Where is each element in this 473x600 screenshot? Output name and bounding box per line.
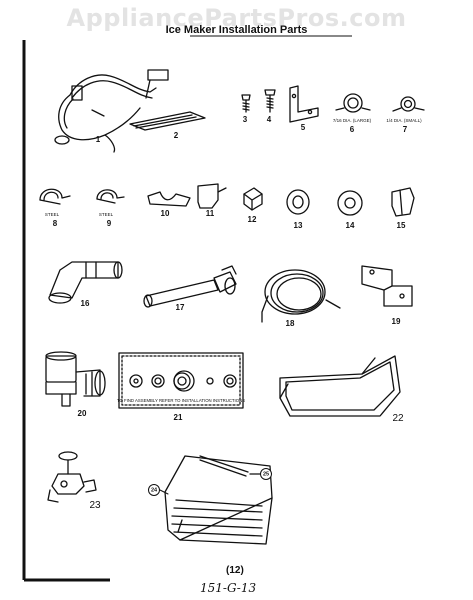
mounting-bracket-part-19 bbox=[361, 265, 413, 307]
part-label-4: 4 bbox=[267, 115, 272, 124]
part-label-5: 5 bbox=[301, 123, 306, 132]
spacer-part-12 bbox=[243, 187, 263, 211]
part-label-20: 20 bbox=[78, 409, 87, 418]
wire-harness-part-1 bbox=[54, 69, 169, 153]
part-label-15: 15 bbox=[397, 221, 406, 230]
part-label-9: 9 bbox=[107, 219, 112, 228]
part-label-8: 8 bbox=[53, 219, 58, 228]
screw-part-4 bbox=[264, 89, 276, 113]
part-label-24: 24 bbox=[151, 487, 158, 493]
part-label-2: 2 bbox=[174, 131, 179, 140]
handwritten-code: 151-G-13 bbox=[200, 581, 257, 595]
part-label-21: 21 bbox=[174, 413, 183, 422]
shutoff-valve-part-23 bbox=[47, 451, 97, 503]
part-label-14: 14 bbox=[346, 221, 355, 230]
support-rod-part-25 bbox=[199, 455, 263, 477]
part-label-1: 1 bbox=[96, 135, 101, 144]
part-label-23: 23 bbox=[89, 500, 101, 511]
part-label-3: 3 bbox=[243, 115, 248, 124]
mounting-strip-part-2 bbox=[129, 111, 206, 131]
l-bracket-part-5 bbox=[289, 85, 319, 123]
diagram-title: Ice Maker Installation Parts bbox=[165, 24, 308, 36]
part-label-10: 10 bbox=[161, 209, 170, 218]
grommet-part-13 bbox=[286, 189, 310, 215]
washer-part-14 bbox=[337, 190, 363, 216]
page-number: (12) bbox=[226, 565, 244, 576]
ice-shelf-part-24 bbox=[164, 455, 273, 545]
clamp-part-6 bbox=[335, 93, 371, 113]
part-label-13: 13 bbox=[294, 221, 303, 230]
callout-circle-25 bbox=[260, 468, 272, 480]
screw-part-3 bbox=[241, 94, 251, 113]
steel-clip-part-8 bbox=[39, 188, 71, 205]
part-label-16: 16 bbox=[81, 299, 90, 308]
clip-part-15 bbox=[391, 187, 415, 217]
part-sublabel-7: 1/4 DIA. (SMALL) bbox=[386, 118, 422, 123]
part-label-25: 25 bbox=[263, 471, 269, 477]
part-label-12: 12 bbox=[248, 215, 257, 224]
ice-bin-part-22 bbox=[279, 355, 401, 417]
card-note: TO FIND ASSEMBLY REFER TO INSTALLATION I… bbox=[117, 398, 245, 403]
part-sublabel-6: 7/16 DIA. (LARGE) bbox=[333, 118, 372, 123]
part-sublabel-9: STEEL bbox=[99, 212, 114, 217]
watermark: AppliancePartsPros.com bbox=[66, 4, 407, 32]
coiled-tubing-part-18 bbox=[261, 269, 341, 323]
clamp-part-7 bbox=[392, 96, 425, 112]
bracket-clip-part-10 bbox=[147, 191, 191, 207]
part-label-11: 11 bbox=[206, 209, 215, 218]
callout-circle-24 bbox=[148, 484, 160, 496]
retainer-part-11 bbox=[197, 183, 227, 209]
tube-fitting-part-17 bbox=[143, 265, 237, 308]
part-label-6: 6 bbox=[350, 125, 355, 134]
elbow-fitting-part-16 bbox=[48, 261, 123, 304]
part-label-7: 7 bbox=[403, 125, 408, 134]
water-valve-part-20 bbox=[45, 351, 106, 407]
fittings-card-part-21 bbox=[118, 352, 244, 409]
part-label-17: 17 bbox=[176, 303, 185, 312]
part-label-18: 18 bbox=[286, 319, 295, 328]
part-sublabel-8: STEEL bbox=[45, 212, 60, 217]
part-label-19: 19 bbox=[392, 317, 401, 326]
steel-clip-part-9 bbox=[96, 189, 125, 204]
part-label-22: 22 bbox=[392, 413, 404, 424]
